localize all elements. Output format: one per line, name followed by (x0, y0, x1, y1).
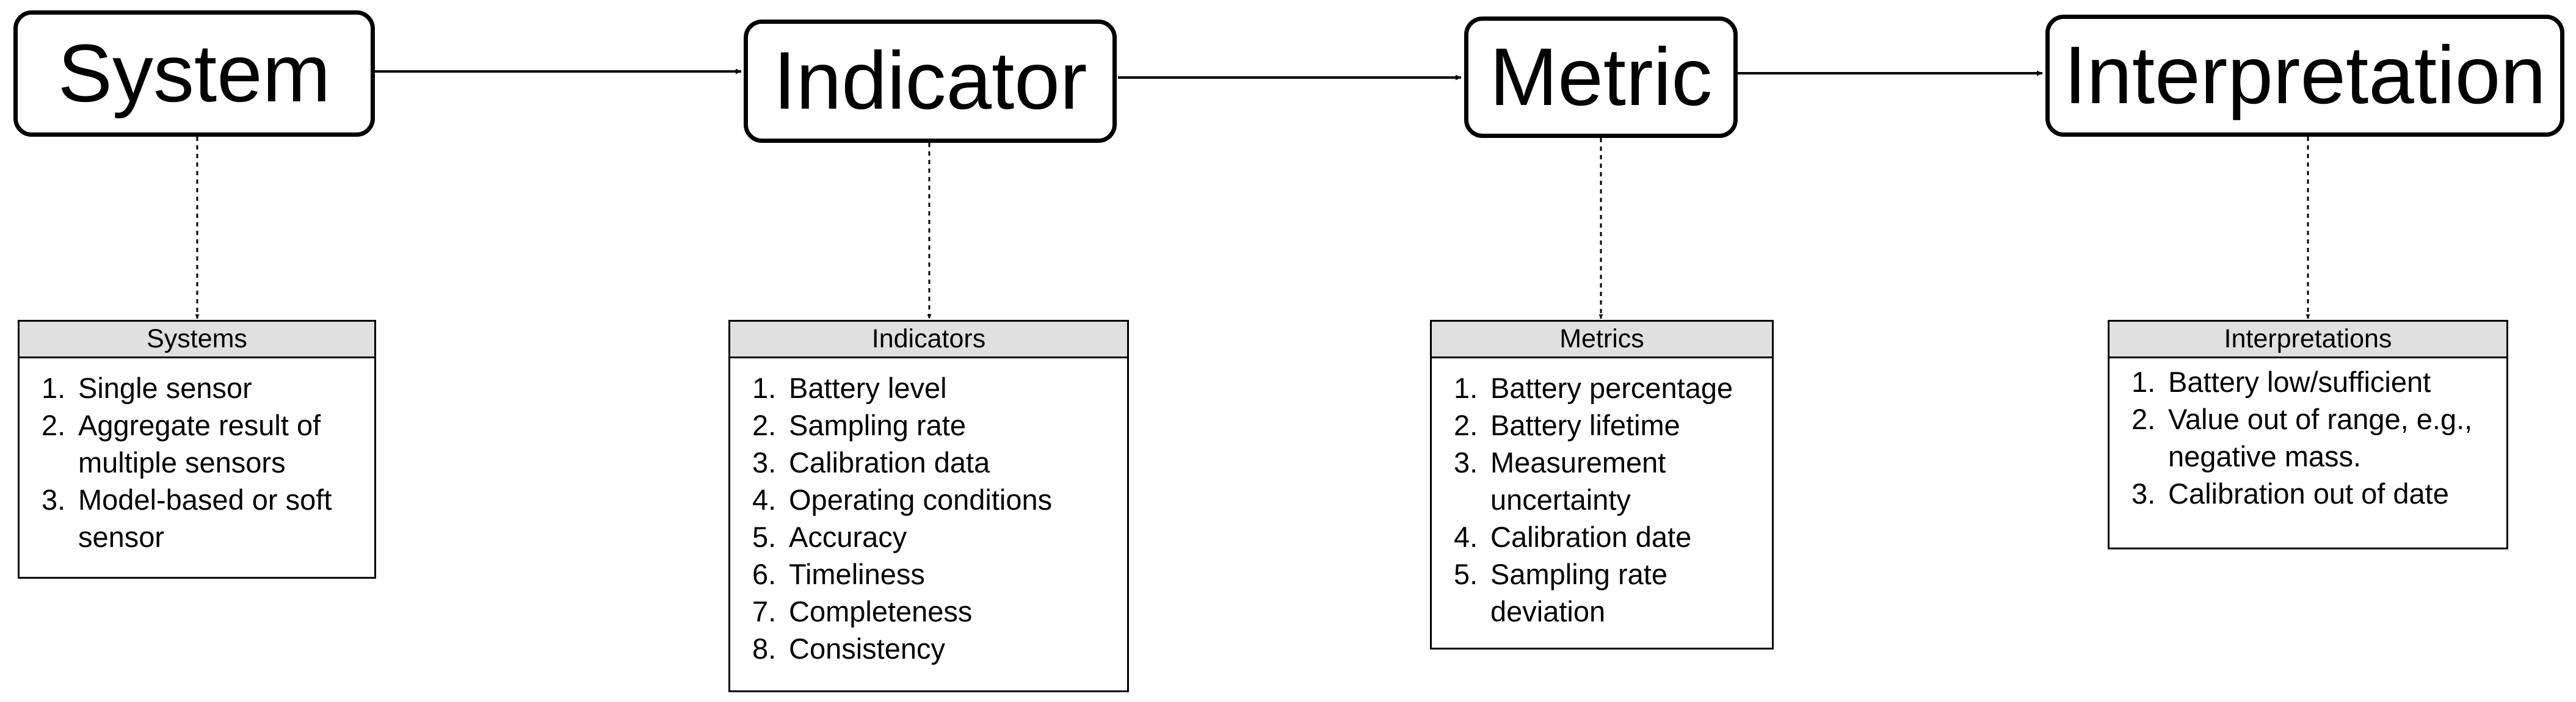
list-item-text: Value out of range, e.g., negative mass. (2168, 403, 2473, 472)
systems-list: 1. Single sensor 2. Aggregate result of … (20, 358, 374, 555)
list-item: 2. Aggregate result of multiple sensors (42, 407, 360, 481)
list-item-text: Calibration data (789, 446, 990, 479)
list-item: 7. Completeness (752, 593, 1112, 630)
node-interpretation-label: Interpretation (2064, 30, 2546, 121)
list-item-number: 3. (42, 483, 66, 516)
metrics-list: 1. Battery percentage 2. Battery lifetim… (1432, 358, 1772, 630)
systems-card: Systems 1. Single sensor 2. Aggregate re… (18, 320, 376, 579)
list-item-number: 5. (752, 521, 777, 553)
list-item: 1. Battery level (752, 369, 1112, 407)
node-interpretation: Interpretation (2045, 15, 2564, 137)
list-item-number: 8. (752, 632, 777, 665)
list-item: 3. Measurement uncertainty (1454, 444, 1757, 518)
node-metric: Metric (1464, 16, 1738, 138)
list-item: 2. Value out of range, e.g., negative ma… (2132, 400, 2492, 475)
list-item-number: 6. (752, 558, 777, 590)
list-item-number: 2. (42, 409, 66, 441)
list-item-text: Operating conditions (789, 483, 1053, 516)
node-system: System (13, 10, 375, 137)
list-item: 3. Calibration out of date (2132, 475, 2492, 512)
list-item: 1. Battery percentage (1454, 369, 1757, 407)
interpretations-card: Interpretations 1. Battery low/sufficien… (2108, 320, 2508, 549)
list-item: 3. Model-based or soft sensor (42, 481, 360, 555)
interpretations-list: 1. Battery low/sufficient 2. Value out o… (2110, 358, 2506, 512)
list-item-text: Calibration date (1490, 521, 1692, 553)
list-item-number: 5. (1454, 558, 1478, 590)
list-item: 5. Sampling rate deviation (1454, 555, 1757, 630)
list-item-text: Battery lifetime (1490, 409, 1680, 441)
list-item-number: 2. (1454, 409, 1478, 441)
indicators-list: 1. Battery level 2. Sampling rate 3. Cal… (730, 358, 1127, 667)
list-item-number: 1. (42, 372, 66, 404)
list-item-text: Battery percentage (1490, 372, 1733, 404)
list-item-text: Aggregate result of multiple sensors (78, 409, 321, 479)
list-item-text: Sampling rate deviation (1490, 558, 1667, 628)
metrics-card-title: Metrics (1432, 322, 1772, 358)
list-item-number: 1. (752, 372, 777, 404)
list-item: 1. Single sensor (42, 369, 360, 407)
list-item-text: Calibration out of date (2168, 477, 2449, 510)
list-item: 2. Sampling rate (752, 407, 1112, 444)
systems-card-title: Systems (20, 322, 374, 358)
list-item: 4. Operating conditions (752, 481, 1112, 518)
interpretations-card-title: Interpretations (2110, 322, 2506, 358)
list-item: 5. Accuracy (752, 518, 1112, 555)
list-item-number: 3. (752, 446, 777, 479)
list-item-number: 2. (2132, 403, 2156, 435)
metrics-card: Metrics 1. Battery percentage 2. Battery… (1430, 320, 1774, 650)
list-item: 2. Battery lifetime (1454, 407, 1757, 444)
list-item: 3. Calibration data (752, 444, 1112, 481)
list-item-number: 4. (1454, 521, 1478, 553)
list-item-text: Battery low/sufficient (2168, 366, 2431, 398)
list-item: 4. Calibration date (1454, 518, 1757, 555)
indicators-card-title: Indicators (730, 322, 1127, 358)
node-indicator: Indicator (744, 20, 1117, 143)
list-item-text: Sampling rate (789, 409, 966, 441)
list-item-text: Completeness (789, 595, 973, 628)
list-item-number: 1. (1454, 372, 1478, 404)
list-item-text: Timeliness (789, 558, 925, 590)
list-item: 6. Timeliness (752, 555, 1112, 593)
list-item-text: Model-based or soft sensor (78, 483, 332, 553)
list-item-text: Battery level (789, 372, 947, 404)
list-item-number: 4. (752, 483, 777, 516)
list-item-text: Single sensor (78, 372, 252, 404)
list-item: 8. Consistency (752, 630, 1112, 667)
list-item-number: 1. (2132, 366, 2156, 398)
list-item-text: Consistency (789, 632, 945, 665)
list-item-number: 3. (2132, 477, 2156, 510)
list-item-number: 7. (752, 595, 777, 628)
list-item-number: 3. (1454, 446, 1478, 479)
node-metric-label: Metric (1489, 31, 1713, 123)
node-system-label: System (57, 27, 331, 119)
list-item: 1. Battery low/sufficient (2132, 363, 2492, 400)
indicators-card: Indicators 1. Battery level 2. Sampling … (728, 320, 1129, 692)
list-item-text: Accuracy (789, 521, 907, 553)
list-item-text: Measurement uncertainty (1490, 446, 1666, 516)
node-indicator-label: Indicator (773, 35, 1087, 126)
list-item-number: 2. (752, 409, 777, 441)
